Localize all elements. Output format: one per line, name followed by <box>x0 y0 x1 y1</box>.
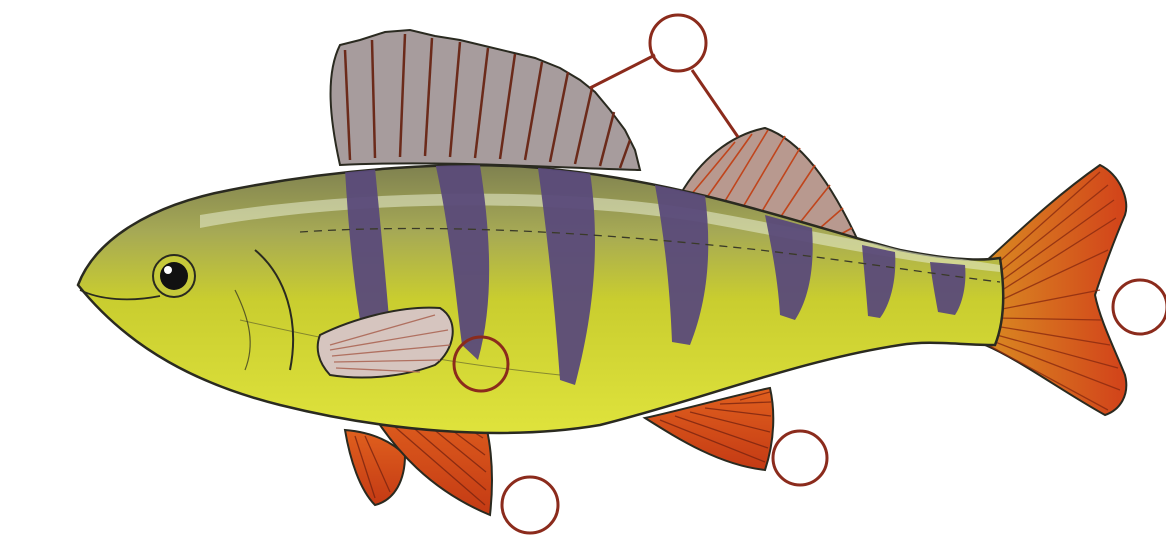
fish-body <box>78 162 1003 433</box>
leader-line-spiny-dorsal <box>590 55 655 88</box>
label-circle-tail-fin <box>1113 280 1166 334</box>
leader-line-soft-dorsal <box>692 70 738 137</box>
eye <box>153 255 195 297</box>
tail-fin <box>985 165 1126 415</box>
label-circle-dorsal-fins <box>650 15 706 71</box>
label-circle-pelvic-fin <box>502 477 558 533</box>
label-circle-anal-fin <box>773 431 827 485</box>
spiny-dorsal-fin <box>331 30 640 170</box>
